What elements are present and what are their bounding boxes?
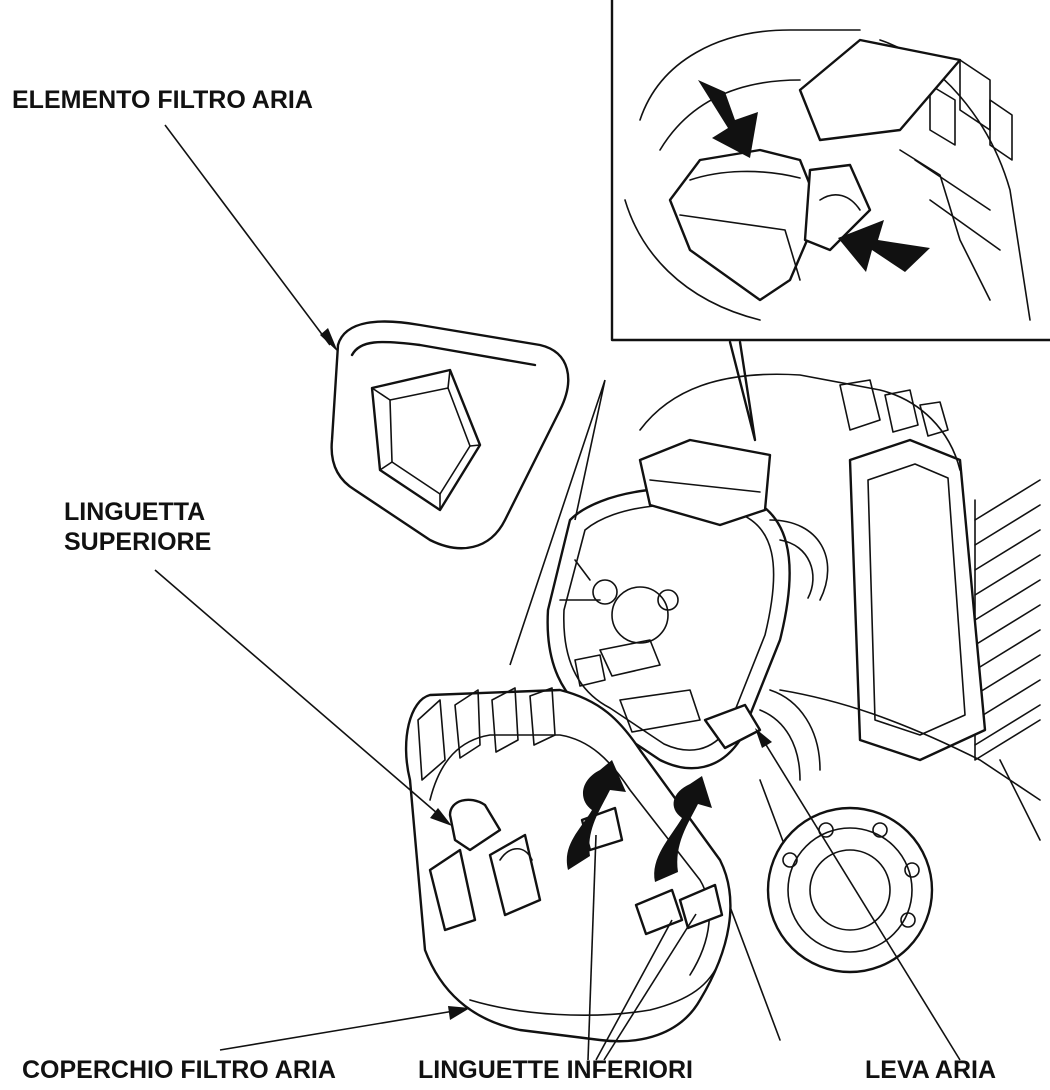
upper-tab — [448, 798, 502, 852]
inset-pointer — [728, 340, 757, 442]
install-guide — [509, 379, 606, 666]
inset-detail — [610, 0, 1050, 442]
lever-block — [638, 438, 772, 527]
press-arrow-side — [838, 220, 930, 272]
foam-window — [370, 368, 482, 512]
recoil-starter — [766, 806, 934, 974]
insert-arrow-1 — [566, 760, 626, 870]
label-air-filter-cover: COPERCHIO FILTRO ARIA — [22, 1056, 336, 1084]
inset-frame — [610, 0, 1050, 342]
air-filter-cover-drawing — [404, 687, 732, 1043]
label-upper-tab-line2: SUPERIORE — [64, 528, 211, 556]
label-lower-tabs: LINGUETTE INFERIORI — [418, 1056, 693, 1084]
lower-tab-3 — [678, 883, 724, 930]
air-filter-element-drawing — [330, 320, 570, 550]
label-choke-lever: LEVA ARIA — [865, 1056, 996, 1084]
engine-housing — [546, 373, 1041, 1041]
press-arrow-top — [698, 80, 758, 158]
leader-lines — [154, 124, 961, 1061]
insert-arrow-2 — [654, 776, 712, 882]
label-air-filter-element: ELEMENTO FILTRO ARIA — [12, 86, 313, 114]
choke-lever-part — [703, 703, 762, 750]
label-upper-tab-line1: LINGUETTA — [64, 498, 205, 526]
